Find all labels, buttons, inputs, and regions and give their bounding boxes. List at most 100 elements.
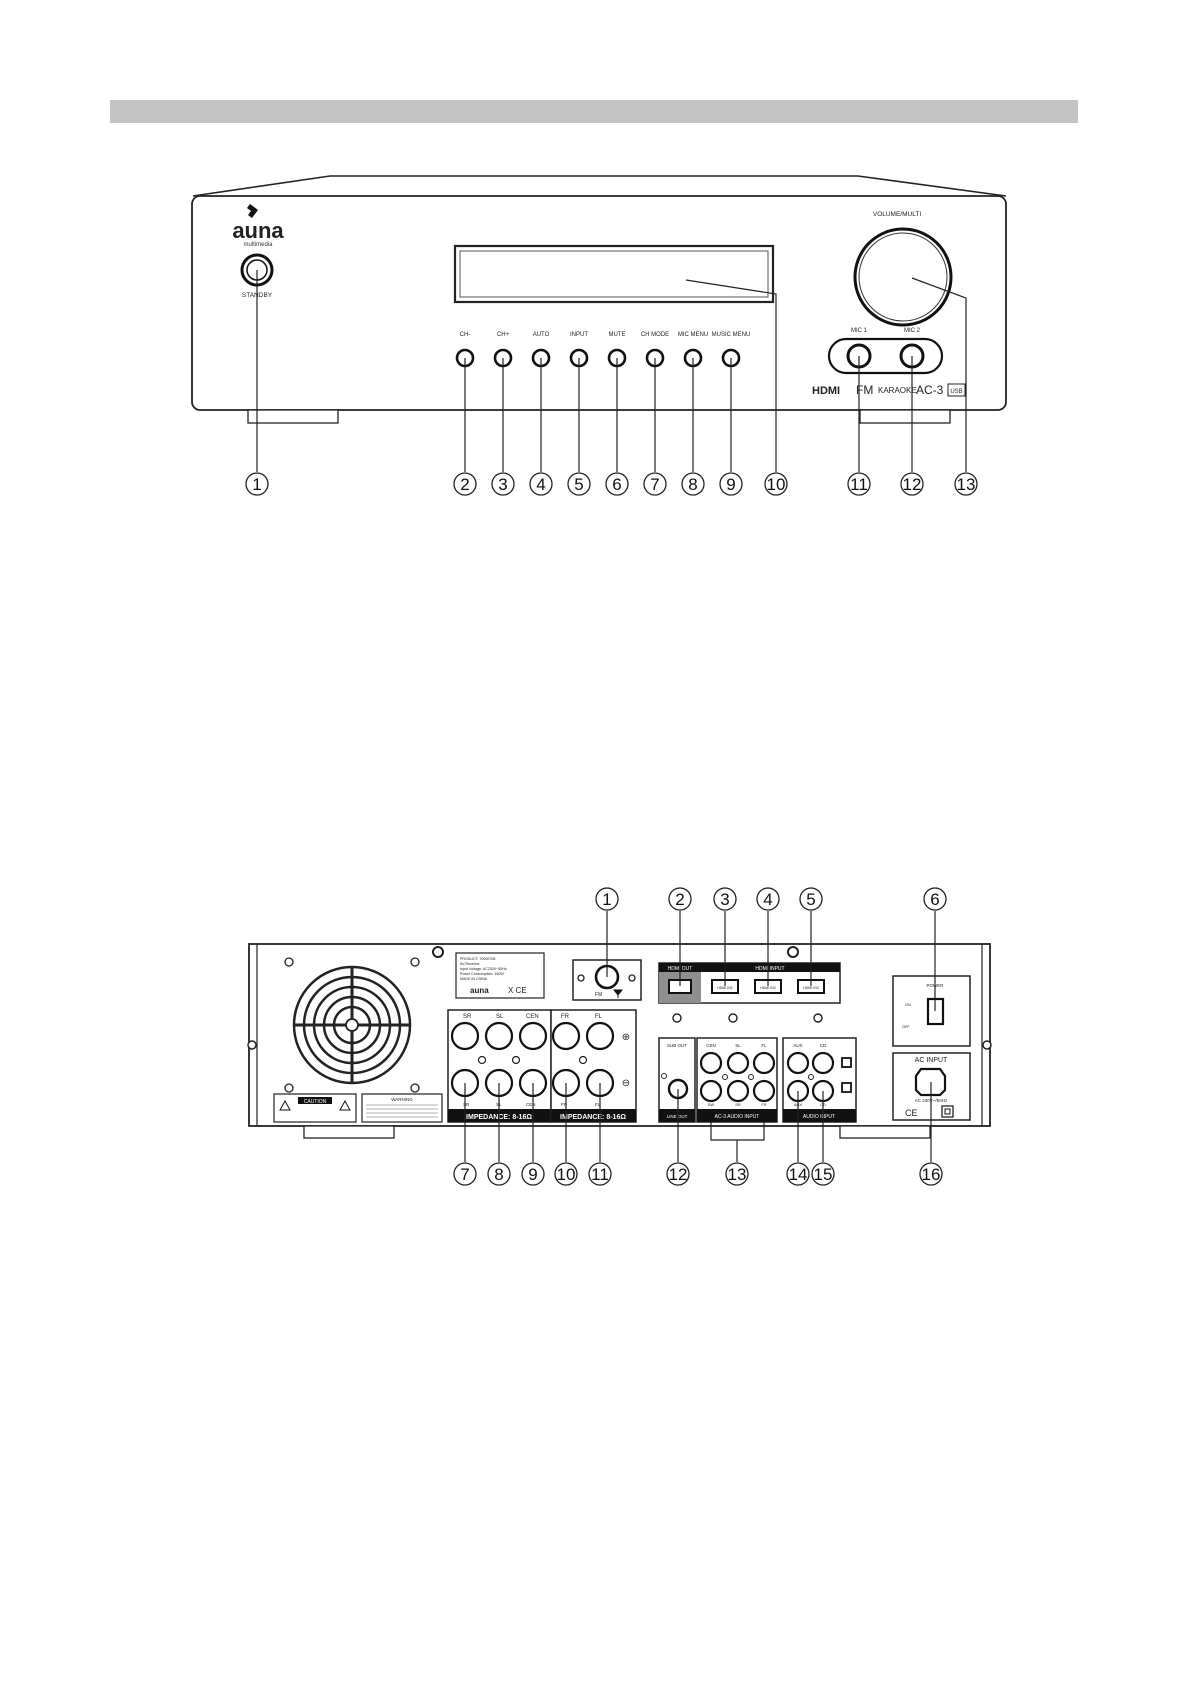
- ac3-fr-jack[interactable]: [752, 1079, 776, 1103]
- front-foot-right: [859, 409, 951, 424]
- rear-callouts: 1 2 3 4 5 6 7 8 9 10 11: [453, 887, 947, 1186]
- button-label-2: CH+: [497, 332, 510, 338]
- hdmi-logo: HDMI: [812, 385, 840, 397]
- rating-line-1: PRODUCT: 70000708: [460, 957, 495, 961]
- sr-top-label: SR: [463, 1014, 472, 1020]
- hdmi-in3-label: HDMI IN3: [803, 986, 819, 990]
- ce-mark-icon-2: CE: [905, 1108, 918, 1118]
- ac-input-label: AC INPUT: [915, 1057, 948, 1064]
- rear-callout-5: 5: [806, 890, 815, 909]
- sl-positive-terminal[interactable]: [484, 1021, 514, 1051]
- cen-positive-terminal[interactable]: [518, 1021, 548, 1051]
- warning-label: WARNING: [391, 1097, 413, 1102]
- aux-top-label: AUX: [793, 1043, 802, 1048]
- button-label-6: CH MODE: [641, 332, 669, 338]
- rear-callout-16: 16: [922, 1165, 941, 1184]
- fm-label: FM: [595, 992, 602, 998]
- line-out-label: LINE OUT: [667, 1114, 688, 1119]
- rating-line-2: AV-Receiver: [460, 962, 481, 966]
- fl-positive-terminal[interactable]: [585, 1021, 615, 1051]
- rating-line-3: Input Voltage: AC230V~50Hz: [460, 967, 507, 971]
- volume-label: VOLUME/MULTI: [873, 211, 921, 218]
- section-header-bar: [110, 100, 1078, 123]
- warning-label-plate: [361, 1093, 443, 1123]
- fm-logo: FM: [856, 383, 873, 397]
- rear-callout-8: 8: [494, 1165, 503, 1184]
- ac3-sw-label: SW: [708, 1102, 715, 1107]
- rear-callout-11: 11: [591, 1165, 609, 1184]
- fr-positive-terminal[interactable]: [551, 1021, 581, 1051]
- front-callout-6: 6: [612, 475, 621, 494]
- button-label-4: INPUT: [570, 332, 588, 338]
- hdmi-input-label: HDMI INPUT: [755, 966, 784, 972]
- front-callout-11: 11: [850, 475, 868, 494]
- rear-foot-right: [839, 1125, 931, 1139]
- sub-out-panel: [658, 1037, 696, 1123]
- rear-callout-13: 13: [728, 1165, 747, 1184]
- power-off-label: OFF: [902, 1025, 910, 1029]
- brand-name: auna: [232, 218, 284, 243]
- rear-callout-9: 9: [528, 1165, 537, 1184]
- rating-brand: auna: [470, 986, 489, 995]
- ac3-sl-jack[interactable]: [726, 1051, 750, 1075]
- rating-plate: [455, 952, 545, 999]
- fl-top-label: FL: [595, 1014, 603, 1020]
- rear-callout-2: 2: [675, 890, 684, 909]
- rear-callout-14: 14: [789, 1165, 808, 1184]
- sub-out-label: SUB OUT: [667, 1043, 687, 1048]
- ac3-fl-label: FL: [761, 1043, 767, 1048]
- volume-knob[interactable]: [853, 227, 953, 327]
- caution-label: CAUTION: [304, 1099, 327, 1105]
- ac3-fr-label: FR: [761, 1102, 766, 1107]
- ac3-sw-jack[interactable]: [699, 1079, 723, 1103]
- front-callouts: 1 2 3 4 5 6 7 8 9 10 11 12 13: [245, 472, 978, 496]
- impedance-right-label: IMPEDANCE: 8-16Ω: [560, 1114, 626, 1121]
- mic-panel: [827, 337, 944, 375]
- aux-left-jack[interactable]: [786, 1051, 810, 1075]
- front-callout-8: 8: [688, 475, 697, 494]
- front-callout-10: 10: [767, 475, 786, 494]
- auna-logo: auna multimedia: [232, 204, 284, 248]
- rear-callout-4: 4: [763, 890, 772, 909]
- button-label-7: MIC MENU: [678, 332, 708, 338]
- button-label-3: AUTO: [533, 332, 550, 338]
- front-callout-12: 12: [903, 475, 922, 494]
- front-callout-2: 2: [460, 475, 469, 494]
- sl-top-label: SL: [496, 1014, 504, 1020]
- feature-logos: HDMI FM KARAOKE AC-3 USB: [812, 383, 966, 397]
- ac3-sr-jack[interactable]: [726, 1079, 750, 1103]
- ac3-logo: AC-3: [916, 383, 944, 397]
- front-callout-13: 13: [957, 475, 976, 494]
- cd-left-jack[interactable]: [811, 1051, 835, 1075]
- plus-polarity-icon: ⊕: [622, 1032, 630, 1043]
- button-label-5: MUTE: [609, 332, 626, 338]
- fl-bottom-label: FL: [595, 1102, 601, 1107]
- front-leader-lines: [256, 270, 967, 472]
- front-callout-9: 9: [726, 475, 735, 494]
- antenna-icon: [612, 989, 624, 998]
- fr-bottom-label: FR: [561, 1102, 568, 1107]
- minus-polarity-icon: ⊖: [622, 1078, 630, 1089]
- button-label-8: MUSIC MENU: [712, 332, 751, 338]
- rear-foot-left: [303, 1125, 395, 1139]
- ac3-cen-jack[interactable]: [699, 1051, 723, 1075]
- sr-bottom-label: SR: [463, 1102, 470, 1107]
- cen-bottom-label: CEN: [526, 1102, 536, 1107]
- fan-grille-icon: [284, 957, 420, 1093]
- front-foot-left: [247, 409, 339, 424]
- front-callout-7: 7: [650, 475, 659, 494]
- rear-callout-10: 10: [557, 1165, 576, 1184]
- rear-callout-1: 1: [602, 890, 611, 909]
- hdmi-in2-label: HDMI IN2: [760, 986, 776, 990]
- rear-callout-7: 7: [460, 1165, 469, 1184]
- front-callout-4: 4: [536, 475, 545, 494]
- rating-line-5: MADE IN CHINA: [460, 977, 488, 981]
- ac3-fl-jack[interactable]: [752, 1051, 776, 1075]
- sr-positive-terminal[interactable]: [450, 1021, 480, 1051]
- rear-callout-12: 12: [669, 1165, 688, 1184]
- brand-tagline: multimedia: [243, 242, 273, 248]
- button-label-1: CH-: [460, 332, 471, 338]
- ce-mark-icon: X CE: [508, 986, 527, 995]
- karaoke-logo: KARAOKE: [878, 386, 917, 395]
